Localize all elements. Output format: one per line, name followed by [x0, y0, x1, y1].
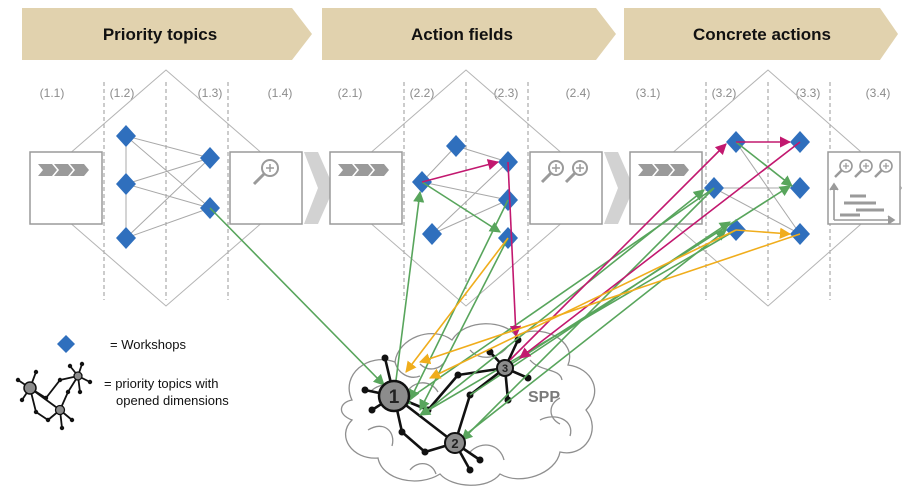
node-label: 3 — [502, 363, 508, 375]
analysis-box-2-4 — [529, 151, 603, 225]
column-label: (2.2) — [410, 86, 435, 100]
column-label: (1.3) — [198, 86, 223, 100]
workshop-connections — [125, 135, 801, 239]
legend-topics-text-line2: opened dimensions — [116, 393, 229, 408]
magnifier-icon — [834, 159, 853, 178]
workshop-diamond — [422, 223, 442, 245]
column-label: (2.3) — [494, 86, 519, 100]
magnifier-icon — [252, 159, 279, 186]
magnifier-icon — [540, 160, 564, 184]
column-labels: (1.1) (1.2) (1.3) (1.4) (2.1) (2.2) (2.3… — [40, 86, 891, 100]
column-label: (3.2) — [712, 86, 737, 100]
workshop-diamond — [200, 147, 220, 169]
phase-banner-action-fields: Action fields — [322, 8, 616, 60]
workshop-diamond — [446, 135, 466, 157]
workshop-diamond — [790, 177, 810, 199]
phase-title: Concrete actions — [693, 25, 831, 44]
arrows-magenta — [421, 136, 801, 361]
transition-arrows — [304, 152, 634, 224]
column-label: (2.1) — [338, 86, 363, 100]
phase-banner-priority-topics: Priority topics — [22, 8, 312, 60]
legend-network-icon — [15, 361, 93, 431]
workshop-diamond — [116, 173, 136, 195]
magnifier-icon — [564, 160, 588, 184]
column-label: (3.1) — [636, 86, 661, 100]
spp-label: SPP — [528, 389, 560, 406]
workshop-diamond — [116, 227, 136, 249]
arrows-orange — [405, 227, 801, 379]
process-box-2-1 — [329, 151, 403, 225]
legend-workshops-text: = Workshops — [110, 337, 186, 352]
legend-workshop-diamond — [57, 335, 75, 353]
column-label: (3.4) — [866, 86, 891, 100]
magnifier-icon — [854, 159, 873, 178]
topic-node-3: 3 — [496, 359, 514, 377]
phase-title: Action fields — [411, 25, 513, 44]
workshop-diamond — [116, 125, 136, 147]
topic-node-2: 2 — [444, 432, 466, 454]
legend: = Workshops — [15, 335, 229, 431]
column-label: (1.2) — [110, 86, 135, 100]
process-box-3-1 — [629, 151, 703, 225]
gantt-chart-icon — [829, 182, 896, 225]
column-label: (3.3) — [796, 86, 821, 100]
node-label: 1 — [389, 387, 400, 408]
legend-topics-text-line1: = priority topics with — [104, 376, 219, 391]
arrows-green — [209, 141, 793, 444]
magnifier-icon — [874, 159, 893, 178]
analysis-box-1-4 — [229, 151, 303, 225]
node-label: 2 — [451, 436, 458, 451]
process-box-1-1 — [29, 151, 103, 225]
phase-banner-concrete-actions: Concrete actions — [624, 8, 898, 60]
column-label: (1.1) — [40, 86, 65, 100]
phase-title: Priority topics — [103, 25, 217, 44]
column-label: (1.4) — [268, 86, 293, 100]
analysis-box-3-4 — [827, 151, 901, 225]
topic-node-1: 1 — [377, 379, 411, 413]
column-separators — [103, 82, 831, 300]
column-label: (2.4) — [566, 86, 591, 100]
